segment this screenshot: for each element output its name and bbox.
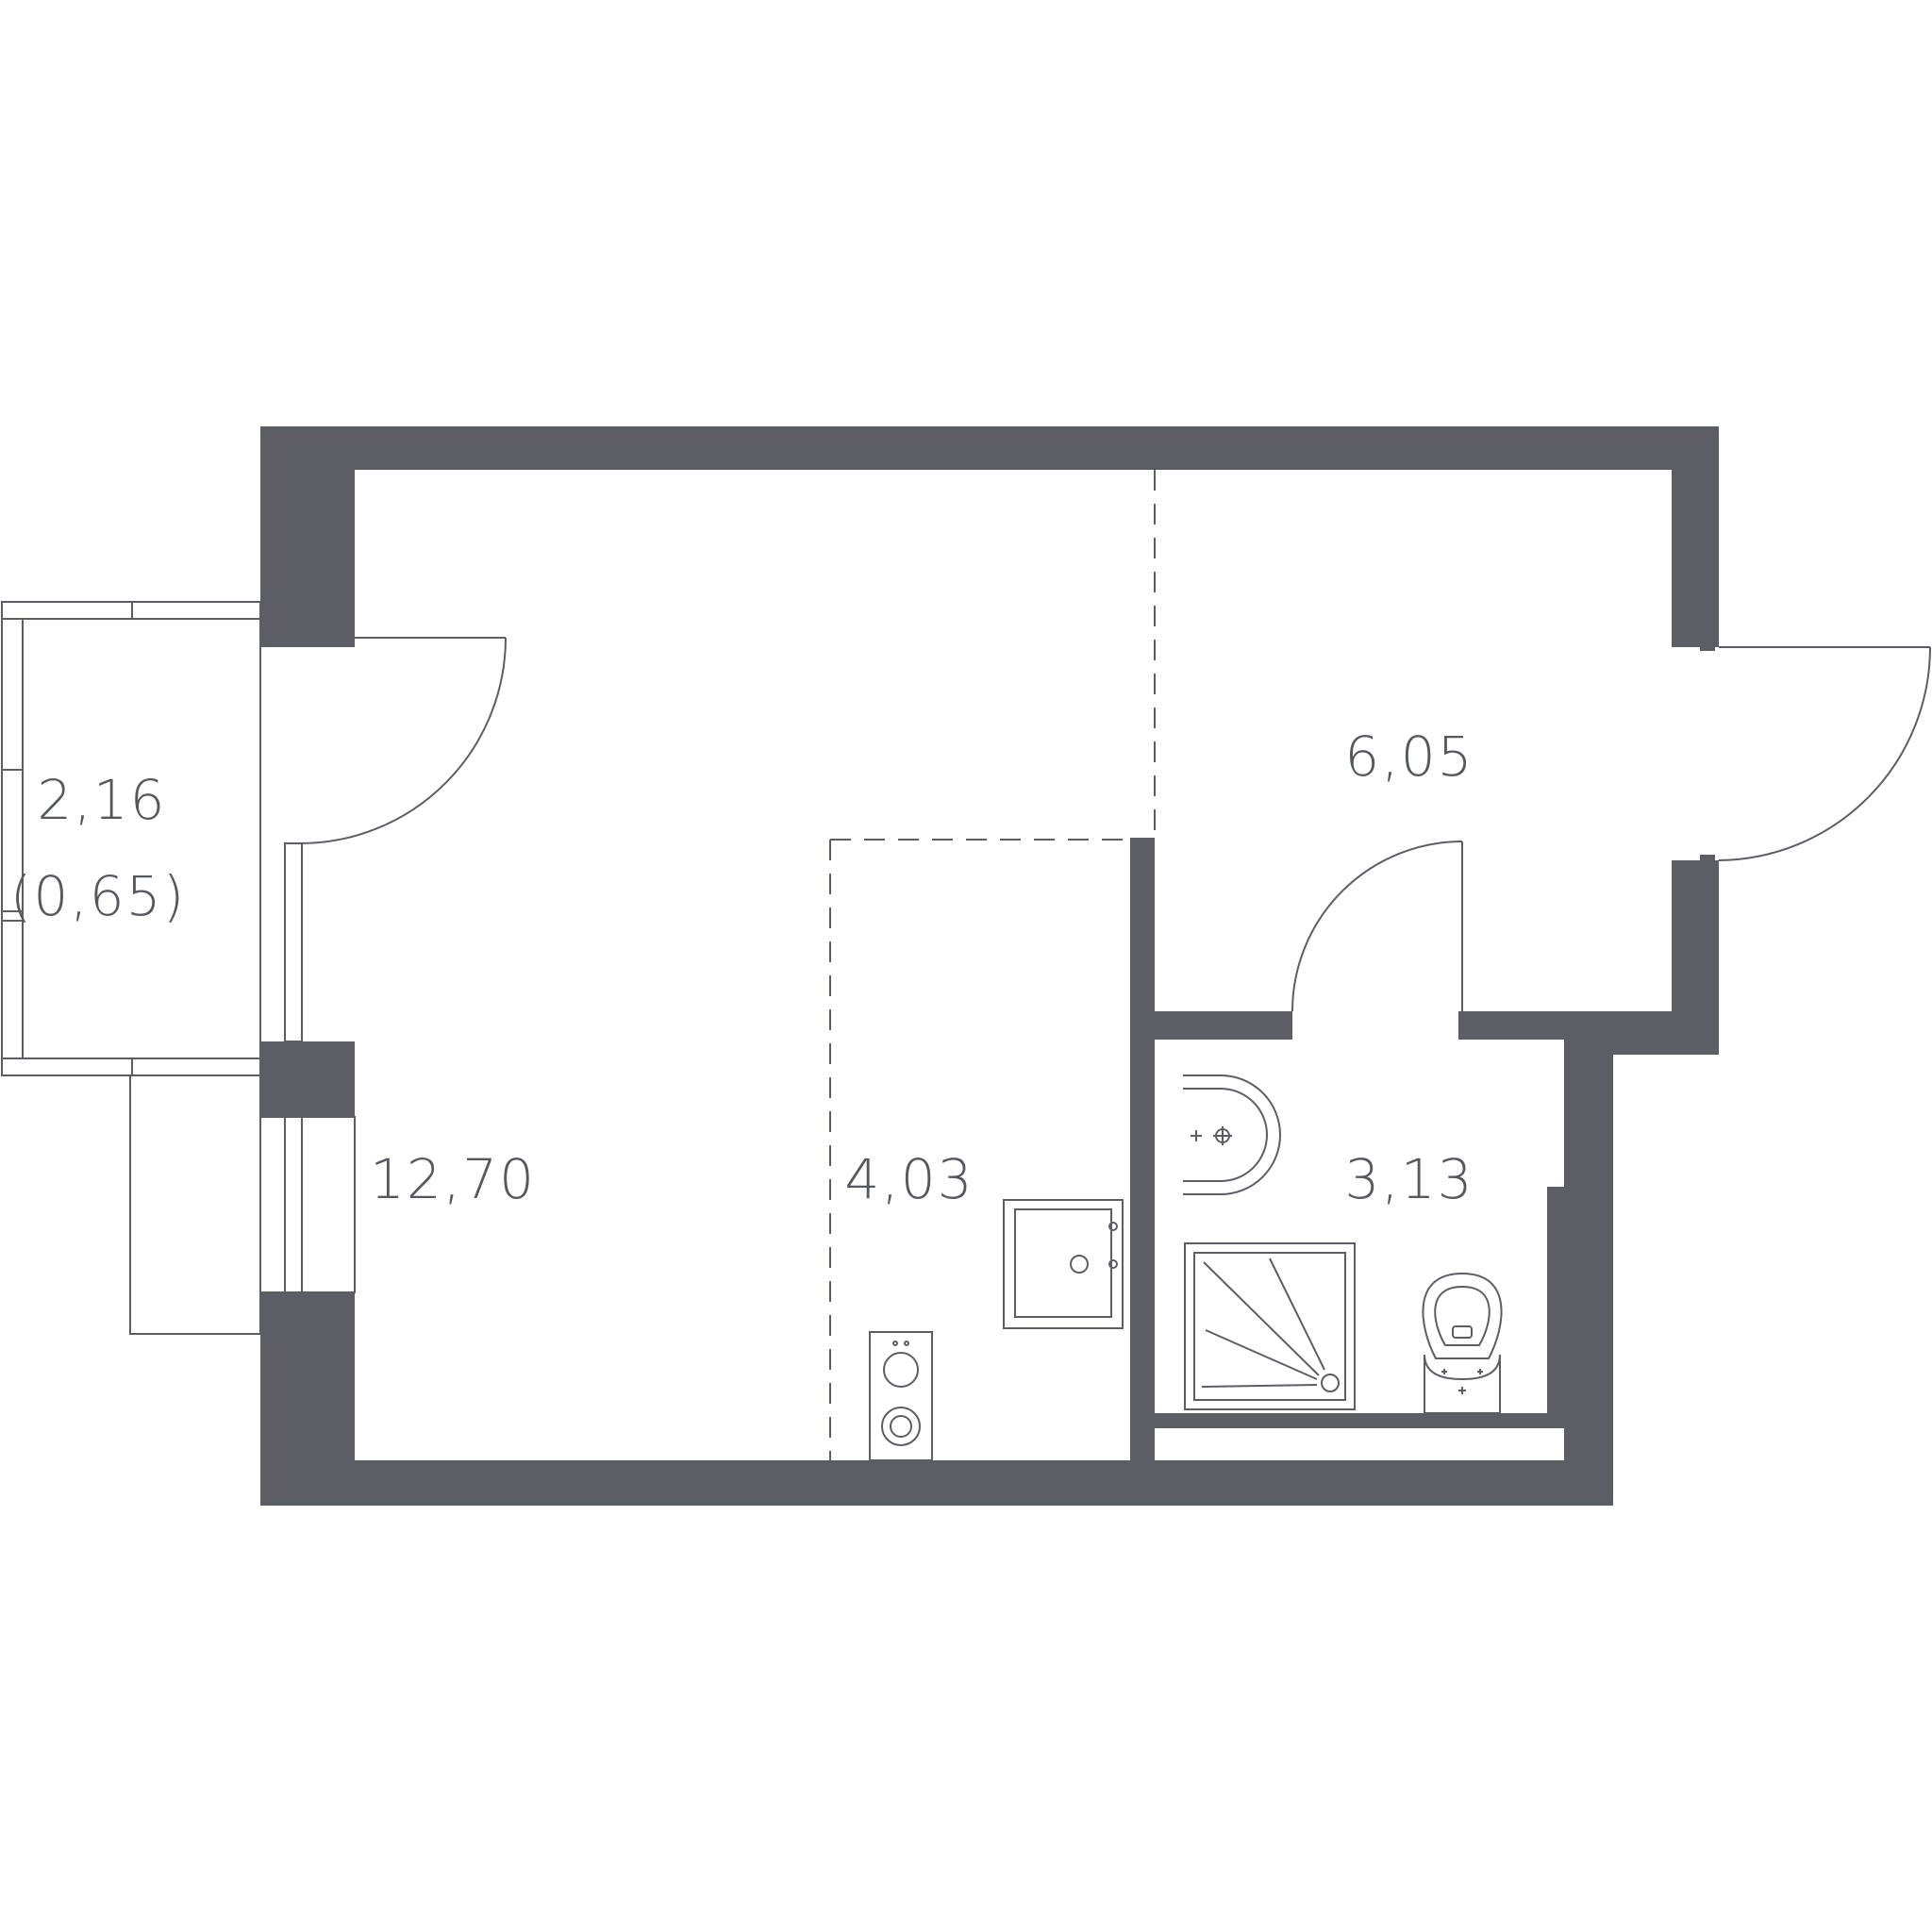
wall-left-pier [260,1041,355,1117]
loggia-area-label: 2,16 [37,768,166,832]
balcony-door-frame [284,842,303,1042]
wall-bath-nook [1547,1187,1570,1428]
window-pane [259,1116,356,1293]
outline-lines [310,426,1719,1506]
shower-tray-icon [1184,1242,1356,1410]
wall-bath-bottom [1155,1413,1570,1428]
wall-kitchen-bath [1130,838,1155,1460]
wall-right-upper [1672,426,1719,647]
wall-bathroom-right [1564,1011,1613,1506]
area-labels: 2,16 (0,65) 12,70 4,03 6,05 3,13 [10,724,1474,1211]
washbasin-icon [1183,1074,1281,1195]
wall-bath-top-right [1458,1011,1613,1040]
wall-left-lower [260,1292,355,1506]
loggia [1,601,356,1335]
loggia-frame-outer [1,601,261,1076]
living-room-area-label: 12,70 [370,1147,536,1211]
loggia-reduced-area-label: (0,65) [10,864,186,928]
wall-top [260,426,1719,470]
hallway-area-label: 6,05 [1344,724,1474,789]
bathroom-area-label: 3,13 [1344,1147,1474,1211]
wall-bottom [260,1460,1613,1506]
walls [260,426,1719,1506]
entrance-door-swing [1718,646,1931,861]
loggia-step [129,1074,261,1335]
balcony-door-swing [299,637,507,844]
kitchen-sink-icon [1003,1199,1124,1329]
loggia-frame-inner [22,618,261,1059]
wall-left-upper [260,426,355,647]
kitchen-area-label: 4,03 [844,1147,974,1211]
wall-bath-top-left [1130,1011,1292,1040]
cooktop-icon [869,1331,933,1461]
doors [285,637,1931,1012]
zone-boundaries [829,470,1156,1460]
toilet-icon [1422,1272,1503,1414]
bathroom-door-swing [1291,841,1463,1012]
